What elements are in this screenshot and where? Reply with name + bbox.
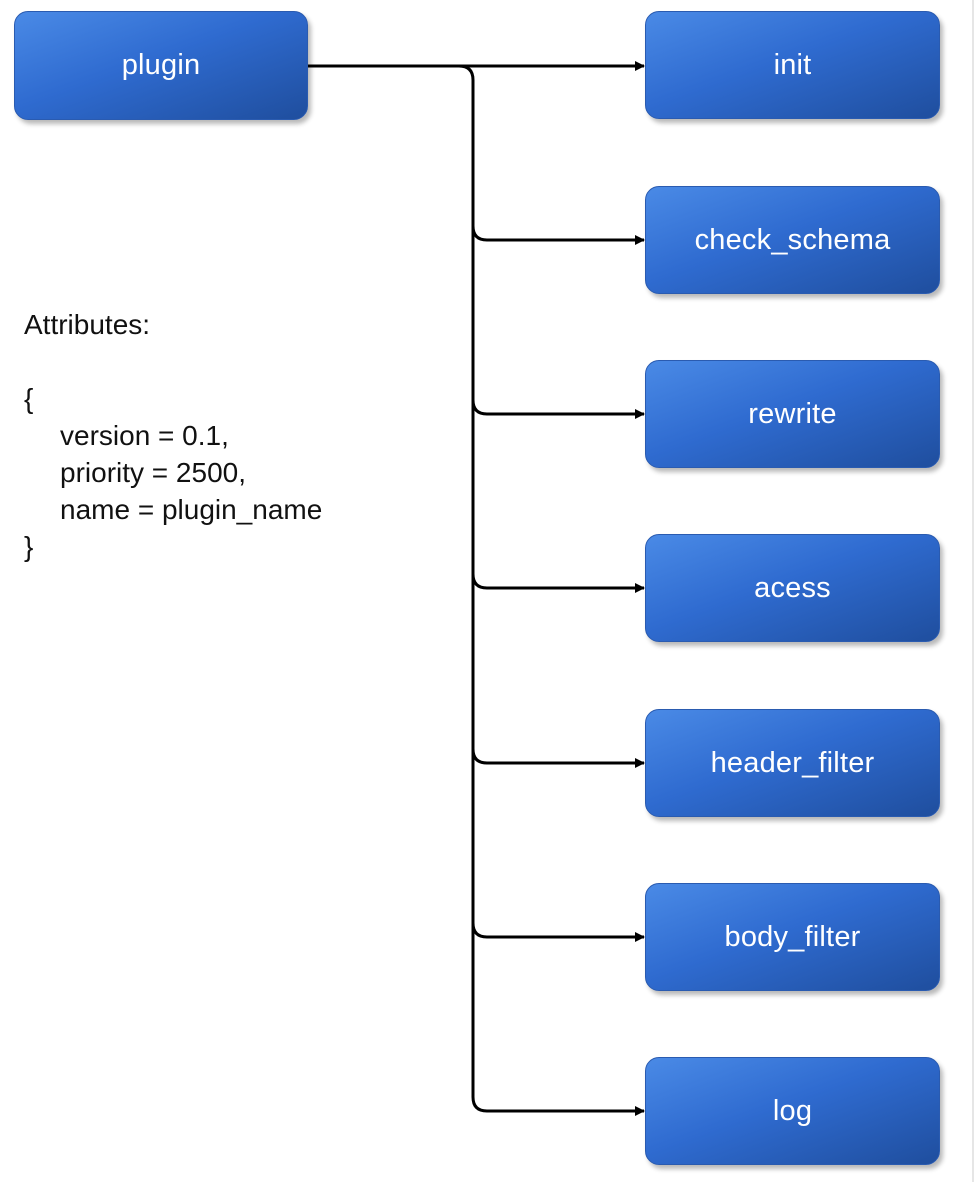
connector-trunk [458,64,475,1097]
hook-node-label: body_filter [724,920,861,953]
connector-log [471,1096,645,1116]
plugin-node: plugin [14,11,308,120]
hook-node-body-filter: body_filter [645,883,940,991]
connector-acess [471,573,645,593]
connector-body-filter [471,922,645,942]
plugin-node-label: plugin [121,49,201,81]
attributes-open-brace: { [24,383,34,414]
hook-node-label: acess [754,571,831,604]
attribute-name: name = plugin_name [60,494,323,525]
attributes-heading: Attributes: [24,309,151,340]
hook-node-init: init [645,11,940,119]
attribute-version: version = 0.1, [60,420,229,451]
hook-node-label: rewrite [748,397,837,430]
hook-node-log: log [645,1057,940,1165]
connector-header-filter [471,748,645,768]
connector-rewrite [471,399,645,419]
hook-node-label: header_filter [710,746,875,779]
hook-node-header-filter: header_filter [645,709,940,817]
attribute-priority: priority = 2500, [60,457,246,488]
right-edge-border [972,0,974,1182]
hook-node-label: init [773,48,812,81]
connector-check-schema [471,225,645,245]
hook-node-label: check_schema [694,223,891,256]
hook-node-label: log [772,1094,813,1127]
attributes-close-brace: } [24,531,34,562]
connector-group [308,61,645,1116]
hook-node-rewrite: rewrite [645,360,940,468]
attributes-block: Attributes: { version = 0.1, priority = … [24,306,322,565]
hook-node-acess: acess [645,534,940,642]
attributes-spacer [24,343,322,380]
hook-node-check-schema: check_schema [645,186,940,294]
